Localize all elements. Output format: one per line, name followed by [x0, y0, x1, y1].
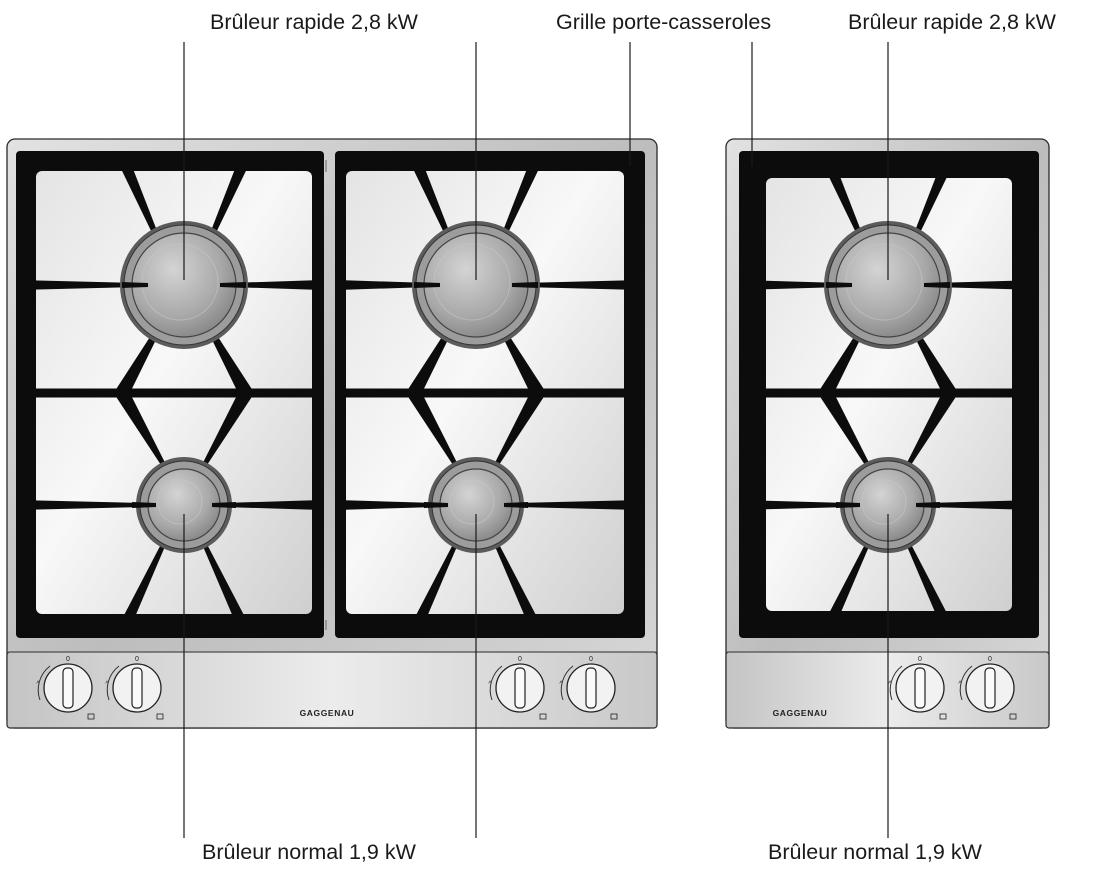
grate-bar — [904, 389, 957, 470]
label-normal-burner-left: Brûleur normal 1,9 kW — [202, 840, 416, 864]
grate-bar — [492, 538, 544, 635]
grate-bar — [934, 280, 1037, 290]
grate-bar — [224, 500, 322, 510]
grate-bar — [116, 154, 164, 250]
brand-logo-left: GAGGENAU — [300, 708, 355, 718]
grate-bar — [741, 280, 842, 290]
grate-bar — [408, 538, 460, 635]
grate-bar — [200, 538, 252, 635]
grate-bar — [741, 388, 1037, 398]
label-rapid-burner-left: Brûleur rapide 2,8 kW — [210, 10, 418, 34]
cooktop-left — [6, 138, 658, 729]
grate-bar — [204, 154, 252, 250]
knob-flame-mark: ^ — [105, 681, 109, 688]
grate-bar — [18, 388, 322, 398]
control-knob-icon[interactable]: 0^ — [958, 656, 1017, 720]
control-knob-icon[interactable]: 0^ — [105, 656, 164, 720]
brand-logo-right: GAGGENAU — [773, 708, 828, 718]
grate-bar — [492, 389, 545, 470]
burner-rapid — [412, 221, 540, 349]
burners — [120, 221, 952, 553]
grate-bar — [200, 389, 253, 470]
burner-rapid — [120, 221, 248, 349]
grate-bar-tip — [212, 502, 236, 508]
grate-bar-tip — [424, 502, 448, 508]
control-knob-icon[interactable]: 0^ — [888, 656, 947, 720]
grate-bar — [18, 500, 144, 510]
knob-zero-mark: 0 — [918, 656, 922, 663]
grate-bar-tip — [924, 282, 950, 288]
knob-zero-mark: 0 — [589, 656, 593, 663]
grate-bar — [337, 280, 430, 290]
label-pan-grate: Grille porte-casseroles — [556, 10, 772, 34]
grate-bar-tip — [512, 282, 538, 288]
zone-indicator-icon — [87, 713, 95, 720]
knob-zero-mark: 0 — [135, 656, 139, 663]
grate-bar-tip — [132, 502, 156, 508]
grate-bar — [18, 280, 138, 290]
grate-bar — [408, 154, 456, 250]
grate-bar — [820, 538, 872, 635]
label-rapid-burner-right: Brûleur rapide 2,8 kW — [848, 10, 1056, 34]
grate-bar — [522, 280, 643, 290]
knob-flame-mark: ^ — [488, 681, 492, 688]
knob-zero-mark: 0 — [66, 656, 70, 663]
knob-flame-mark: ^ — [888, 681, 892, 688]
grate-bar — [116, 538, 168, 635]
grate-bar-tip — [122, 282, 148, 288]
knob-zero-mark: 0 — [988, 656, 992, 663]
control-knob-icon[interactable]: 0^ — [36, 656, 95, 720]
burner-normal — [840, 457, 936, 553]
control-knobs: 0^0^0^0^0^0^ — [36, 656, 1017, 720]
burner-normal — [136, 457, 232, 553]
control-knob-icon[interactable]: 0^ — [559, 656, 618, 720]
grate-bar-tip — [220, 282, 246, 288]
grate-bar — [908, 154, 956, 250]
grate-bar-tip — [504, 502, 528, 508]
burner-normal — [428, 457, 524, 553]
grate-bar — [928, 500, 1037, 510]
knob-flame-mark: ^ — [559, 681, 563, 688]
zone-indicator-icon — [610, 713, 618, 720]
grate-bar-tip — [836, 502, 860, 508]
grate-bar — [819, 389, 872, 470]
grate-bar — [115, 389, 168, 470]
grate-bar-tip — [414, 282, 440, 288]
leader-lines — [183, 42, 889, 838]
grate-bar — [820, 154, 868, 250]
label-normal-burner-right: Brûleur normal 1,9 kW — [768, 840, 982, 864]
zone-indicator-icon — [939, 713, 947, 720]
grate-bar — [230, 280, 322, 290]
grate-bar — [496, 154, 544, 250]
grate-bar-tip — [826, 282, 852, 288]
knob-flame-mark: ^ — [36, 681, 40, 688]
knob-zero-mark: 0 — [518, 656, 522, 663]
grate-bar — [337, 500, 436, 510]
zone-indicator-icon — [156, 713, 164, 720]
grate-bar — [904, 538, 956, 635]
zone-indicator-icon — [539, 713, 547, 720]
zone-indicator-icon — [1009, 713, 1017, 720]
grate-bar-tip — [916, 502, 940, 508]
grate-bar — [741, 500, 848, 510]
control-knob-icon[interactable]: 0^ — [488, 656, 547, 720]
grate-bar — [337, 388, 643, 398]
grate-bar — [407, 389, 460, 470]
knob-flame-mark: ^ — [958, 681, 962, 688]
grate-bar — [516, 500, 643, 510]
